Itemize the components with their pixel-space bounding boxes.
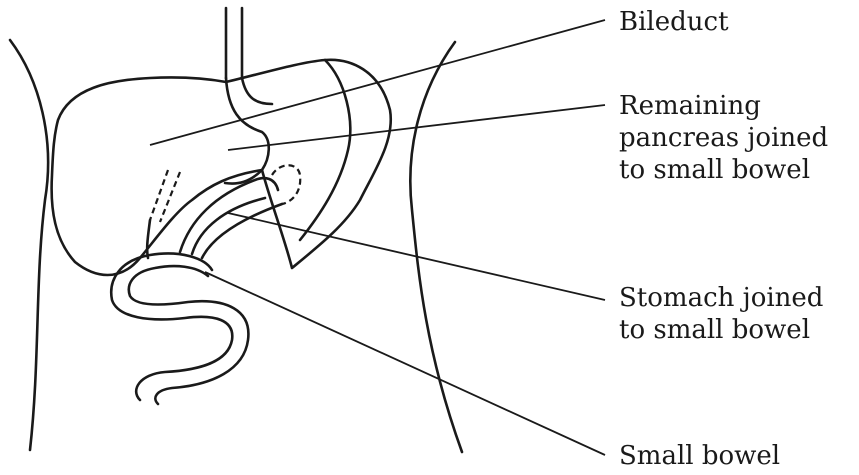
liver-lobe-line bbox=[300, 60, 350, 240]
torso-outline bbox=[10, 40, 462, 452]
leader-pancreas bbox=[228, 105, 605, 150]
label-bileduct: Bileduct bbox=[619, 6, 729, 38]
leader-bileduct bbox=[150, 20, 605, 145]
leader-small-bowel bbox=[205, 272, 605, 455]
label-stomach-line-1: Stomach joined bbox=[619, 282, 823, 314]
stomach-inner bbox=[242, 78, 272, 104]
pancreas-loops bbox=[147, 178, 282, 258]
oesophagus bbox=[226, 8, 242, 78]
label-small-bowel: Small bowel bbox=[619, 440, 780, 472]
label-pancreas-line-3: to small bowel bbox=[619, 154, 828, 186]
label-small-bowel-text: Small bowel bbox=[619, 440, 780, 472]
label-bileduct-text: Bileduct bbox=[619, 6, 729, 38]
label-pancreas-line-1: Remaining bbox=[619, 90, 828, 122]
small-bowel-inner bbox=[129, 266, 249, 404]
label-stomach-joined: Stomach joined to small bowel bbox=[619, 282, 823, 346]
leader-stomach bbox=[228, 213, 605, 300]
label-pancreas-line-2: pancreas joined bbox=[619, 122, 828, 154]
label-remaining-pancreas: Remaining pancreas joined to small bowel bbox=[619, 90, 828, 186]
label-stomach-line-2: to small bowel bbox=[619, 314, 823, 346]
